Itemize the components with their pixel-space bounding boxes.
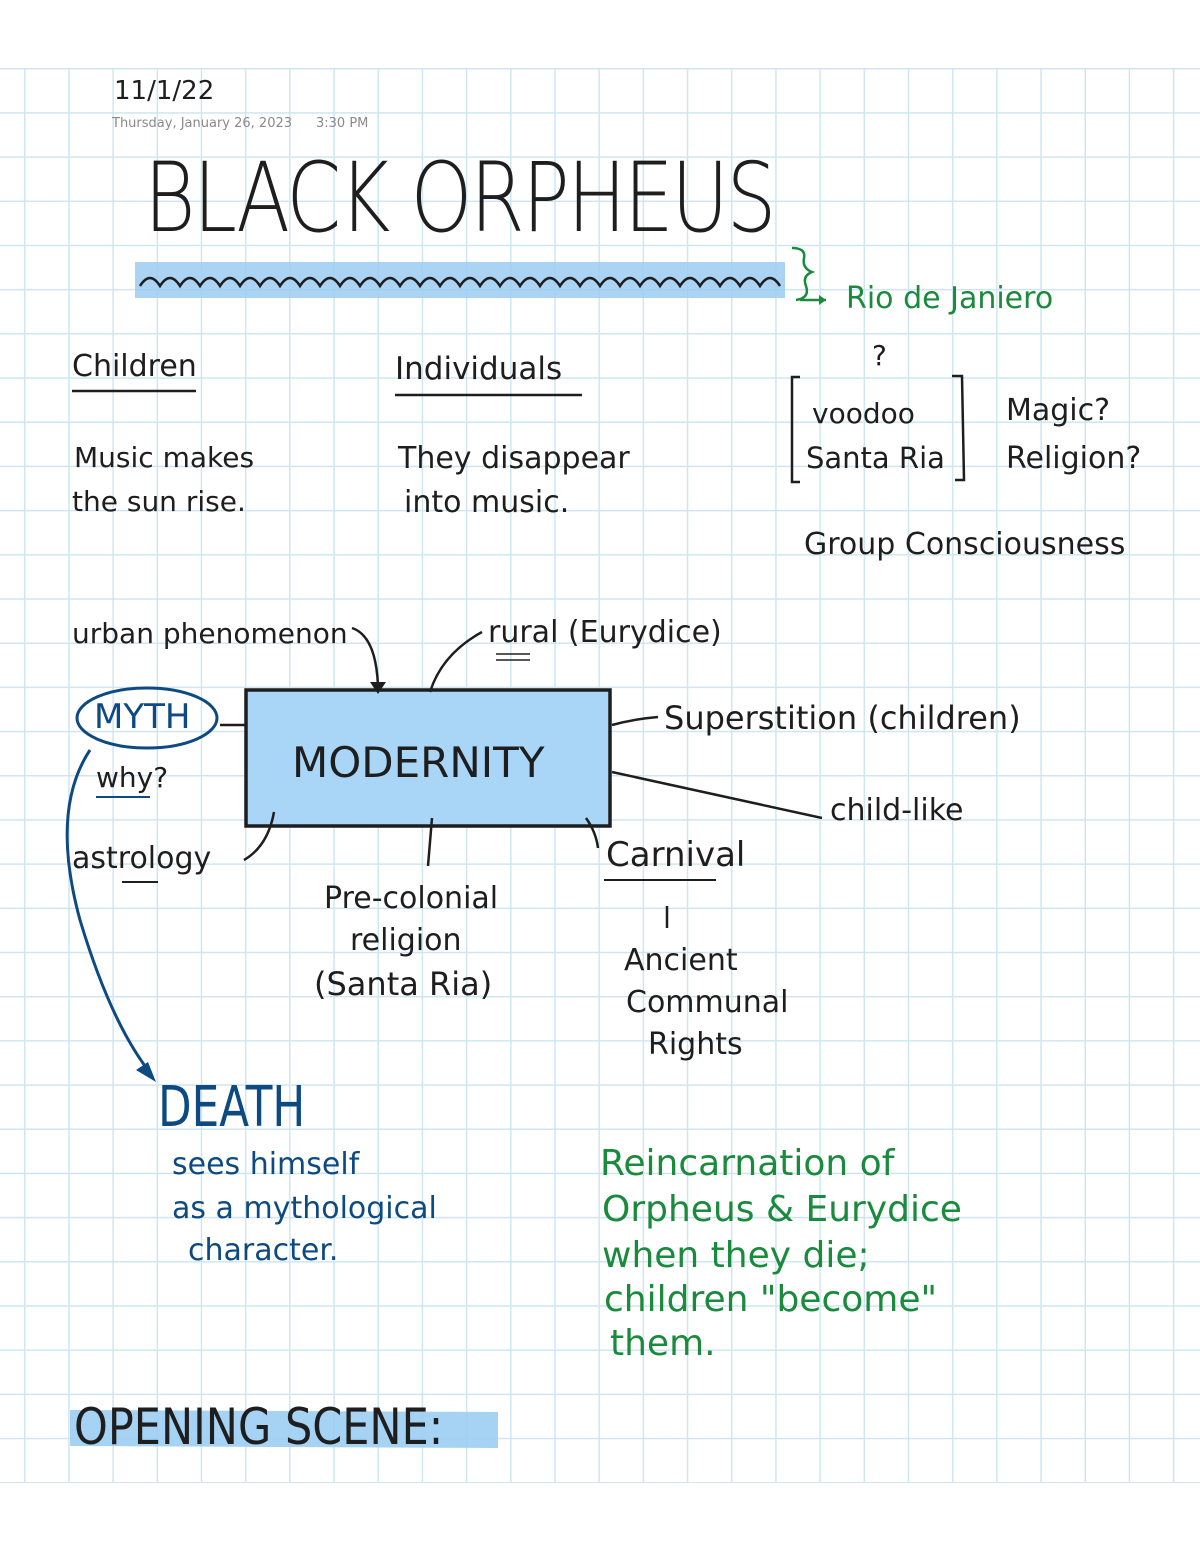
reincarnation-line2: Orpheus & Eurydice [602, 1189, 962, 1230]
childlike-label: child-like [830, 793, 964, 828]
death-heading: DEATH [158, 1075, 306, 1140]
children-heading: Children [72, 349, 197, 384]
rural-label: rural (Eurydice) [488, 615, 722, 650]
reincarnation-line3: when they die; [602, 1235, 870, 1276]
title-squiggle [138, 276, 782, 289]
reincarnation-line5: them. [610, 1323, 716, 1364]
opening-highlight [70, 1410, 498, 1448]
right-bracket [952, 374, 966, 482]
rio-brace [791, 246, 826, 302]
individuals-line2: into music. [404, 485, 570, 520]
precolonial-line1: Pre-colonial [324, 881, 499, 916]
why-label: why? [96, 761, 169, 794]
myth-label: MYTH [94, 697, 191, 737]
note-date: 11/1/22 [114, 76, 215, 106]
opening-scene-heading: OPENING SCENE: [74, 1398, 444, 1456]
children-line1: Music makes [74, 441, 255, 474]
title-highlight [135, 262, 785, 298]
astrology-label: astrology [72, 841, 212, 876]
myth-circle [75, 686, 219, 750]
precolonial-line3: (Santa Ria) [314, 965, 493, 1003]
death-line1: sees himself [172, 1147, 360, 1182]
individuals-line1: They disappear [398, 441, 630, 476]
ancient-line1: Ancient [624, 943, 738, 978]
beliefs-question: ? [872, 339, 887, 372]
beliefs-santa-ria: Santa Ria [806, 441, 945, 475]
modernity-box [244, 688, 612, 828]
individuals-heading: Individuals [395, 351, 563, 387]
group-consciousness: Group Consciousness [804, 527, 1126, 562]
ancient-line2: Communal [626, 985, 789, 1020]
precolonial-line2: religion [350, 923, 462, 958]
death-line2: as a mythological [172, 1191, 437, 1226]
reincarnation-line1: Reincarnation of [600, 1143, 895, 1184]
superstition-label: Superstition (children) [664, 699, 1021, 737]
beliefs-magic: Magic? [1006, 393, 1111, 428]
location-note: Rio de Janiero [846, 281, 1054, 316]
children-line2: the sun rise. [72, 485, 246, 518]
reincarnation-line4: children "become" [604, 1279, 938, 1320]
left-bracket [790, 375, 800, 484]
modernity-label: MODERNITY [292, 738, 545, 787]
created-date: Thursday, January 26, 2023 [112, 116, 293, 131]
page-title: BLACK ORPHEUS [144, 142, 776, 254]
urban-label: urban phenomenon [72, 617, 348, 650]
beliefs-voodoo: voodoo [812, 397, 915, 430]
beliefs-religion: Religion? [1006, 441, 1142, 476]
ancient-line3: Rights [648, 1027, 743, 1062]
death-line3: character. [188, 1233, 339, 1268]
death-arrow [65, 749, 150, 1071]
created-time: 3:30 PM [316, 116, 369, 131]
carnival-label: Carnival [606, 835, 746, 875]
